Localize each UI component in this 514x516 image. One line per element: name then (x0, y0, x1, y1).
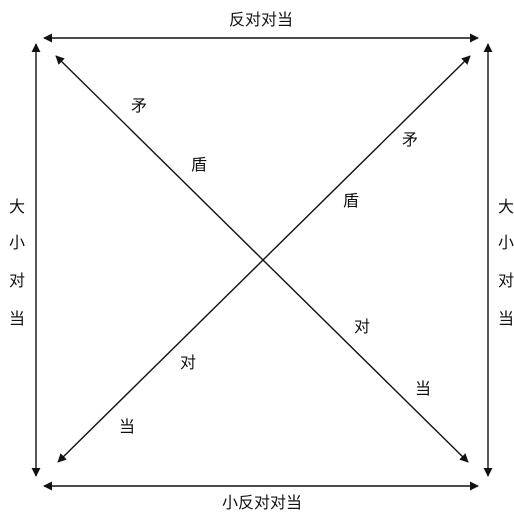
diag-main-label-char: 矛 (131, 96, 147, 115)
left-label-char: 小 (9, 233, 25, 252)
right-label-char: 对 (498, 271, 514, 290)
left-label-char: 当 (9, 309, 25, 328)
bottom-label: 小反对对当 (222, 493, 302, 512)
right-label-char: 大 (498, 197, 514, 216)
left-label-char: 对 (9, 271, 25, 290)
right-label-char: 小 (498, 233, 514, 252)
diagonal-contradictory-arrow-main (55, 55, 469, 463)
diag-anti-label-char: 对 (180, 353, 196, 372)
right-label-char: 当 (498, 309, 514, 328)
top-label: 反对对当 (229, 10, 293, 29)
diag-anti-label-char: 矛 (402, 130, 418, 149)
diag-anti-label-char: 盾 (343, 191, 359, 210)
diag-anti-label-char: 当 (119, 417, 135, 436)
left-label-char: 大 (9, 197, 25, 216)
diag-main-label-char: 盾 (191, 155, 207, 174)
diag-main-label-char: 对 (354, 317, 370, 336)
diag-main-label-char: 当 (415, 379, 431, 398)
diagonal-contradictory-arrow-anti (57, 55, 471, 463)
